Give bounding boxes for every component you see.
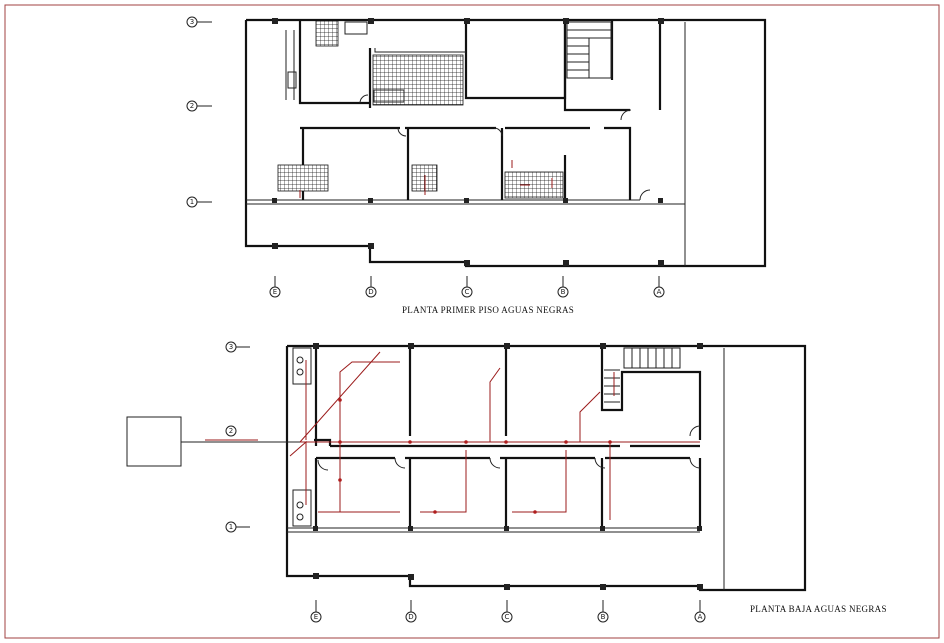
upper-col-axis-b: B bbox=[561, 288, 566, 296]
upper-col-axis-e: E bbox=[273, 288, 277, 296]
upper-col-axis-d: D bbox=[368, 288, 373, 296]
lower-col-axis-d: D bbox=[408, 613, 413, 621]
lower-row-axis-3: 3 bbox=[229, 343, 233, 351]
upper-row-axis-1: 1 bbox=[190, 198, 194, 206]
sheet-border bbox=[4, 4, 940, 639]
lower-column-axes: E D C B A bbox=[310, 600, 706, 623]
lower-col-axis-c: C bbox=[505, 613, 510, 621]
upper-bath-tiles-1 bbox=[372, 54, 464, 106]
upper-column-axes: E D C B A bbox=[269, 276, 665, 298]
lower-plan-title: PLANTA BAJA AGUAS NEGRAS bbox=[750, 604, 887, 614]
upper-row-axes: 3 2 1 bbox=[186, 16, 212, 208]
lower-row-axis-1: 1 bbox=[229, 523, 233, 531]
lower-floor-plan: 3 2 1 E D C B A PLANTA BAJA AGUAS NEGRAS bbox=[126, 341, 887, 623]
lower-row-axes: 3 2 1 bbox=[225, 341, 250, 533]
upper-outer-wall bbox=[244, 18, 767, 268]
sewer-pipe-network bbox=[289, 351, 700, 520]
upper-stair bbox=[566, 21, 612, 79]
upper-row-axis-3: 3 bbox=[190, 18, 194, 26]
septic-tank bbox=[126, 416, 182, 467]
lower-column-markers bbox=[313, 343, 703, 590]
lower-outer-wall bbox=[285, 344, 807, 592]
upper-row-axis-2: 2 bbox=[190, 102, 194, 110]
upper-plan-title: PLANTA PRIMER PISO AGUAS NEGRAS bbox=[402, 305, 574, 315]
lower-col-axis-e: E bbox=[314, 613, 318, 621]
lower-col-axis-b: B bbox=[601, 613, 606, 621]
upper-col-axis-a: A bbox=[657, 288, 662, 296]
lower-col-axis-a: A bbox=[698, 613, 703, 621]
upper-floor-plan: 3 2 1 E D C B A PLANTA PRIMER PISO AGUAS… bbox=[186, 16, 767, 315]
lower-stair bbox=[604, 347, 681, 403]
upper-col-axis-c: C bbox=[465, 288, 470, 296]
upper-column-markers bbox=[272, 18, 664, 266]
lower-row-axis-2: 2 bbox=[229, 427, 233, 435]
